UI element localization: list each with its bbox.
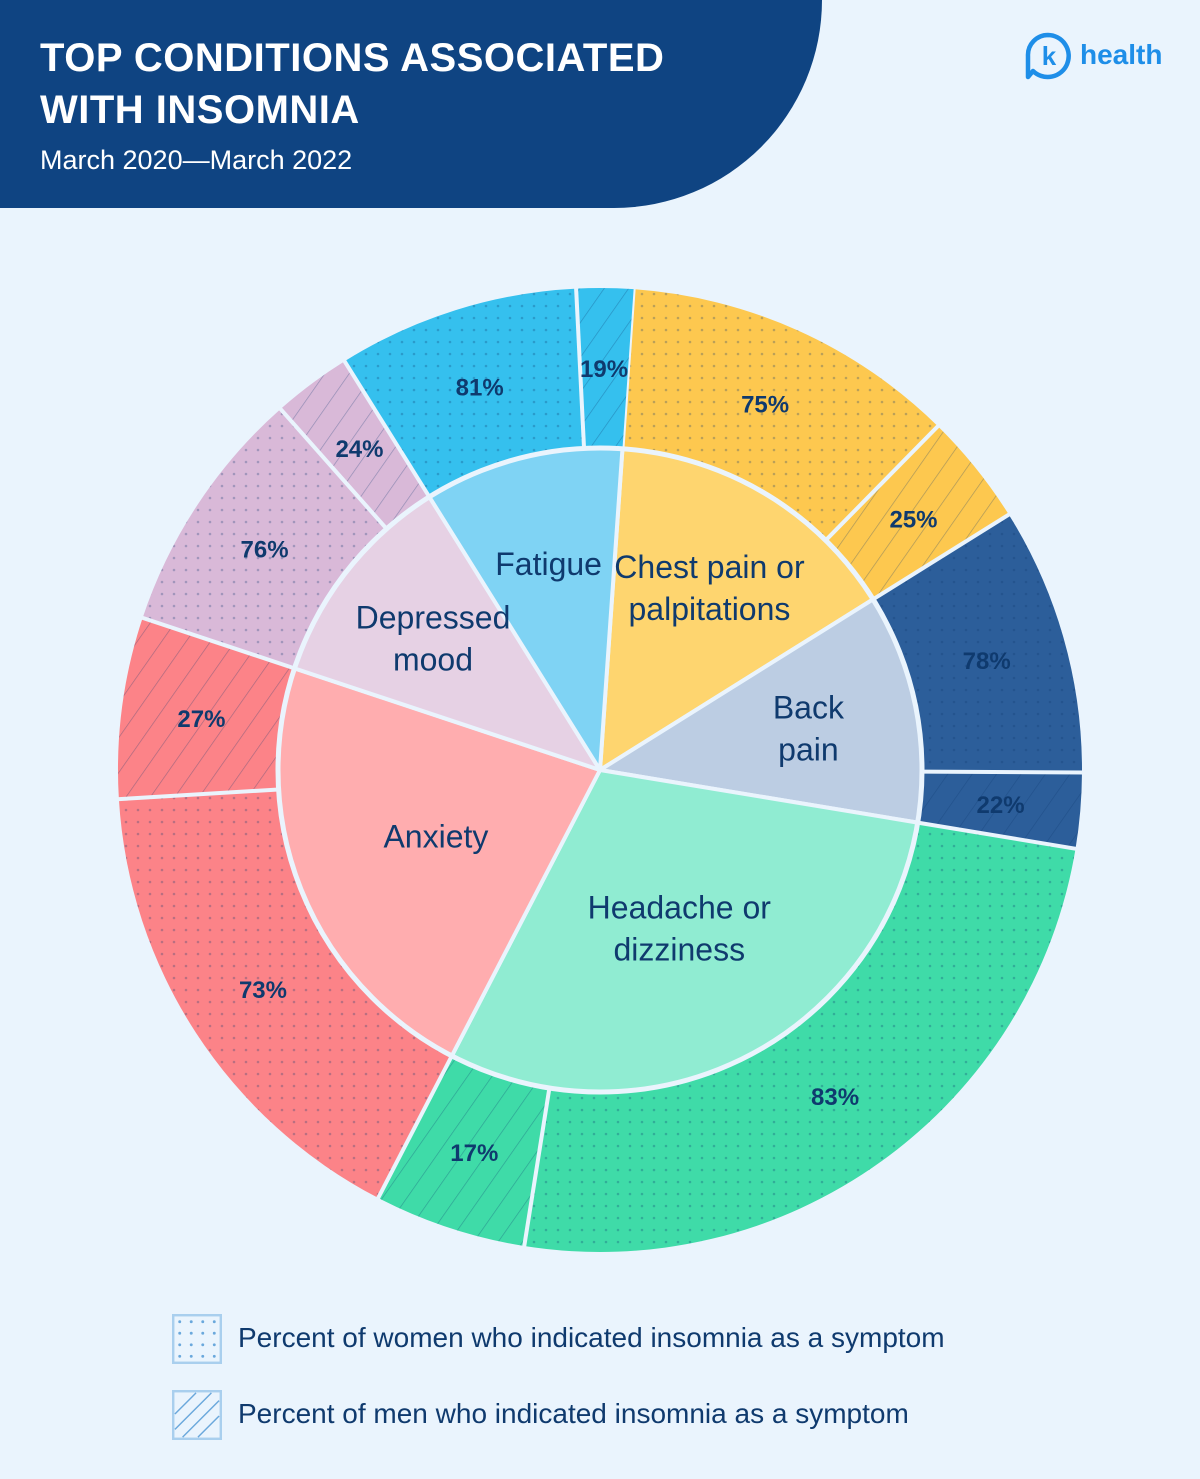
legend-item-women: Percent of women who indicated insomnia … (172, 1314, 1072, 1366)
ring-divider-chest-pain-or-palpitations-1 (824, 423, 941, 542)
men-hatch-anxiety (117, 617, 295, 800)
ring-divider-back-pain-1 (921, 769, 1085, 775)
women-pct-label-back-pain: 78% (963, 648, 1011, 675)
men-hatch-fatigue (576, 288, 634, 449)
donut-chart: 75% 25% Chest pain or palpitations 78% 22% Bac… (116, 286, 1085, 1252)
men-hatch-back-pain (917, 771, 1082, 849)
legend-label-men: Percent of men who indicated insomnia as… (238, 1398, 909, 1429)
women-dots-chest-pain-or-palpitations (622, 289, 938, 541)
ring-divider-fatigue-1 (574, 286, 587, 449)
brand-logo: k health (1024, 32, 1174, 80)
category-label-anxiety-0: Anxiety (383, 819, 488, 855)
chart-labels: 75% 25% Chest pain or palpitations 78% 22% Bac… (177, 356, 1024, 1167)
category-label-depressed-mood-1: mood (393, 642, 473, 678)
hatch-pattern-swatch (172, 1390, 222, 1440)
legend-label-women: Percent of women who indicated insomnia … (238, 1322, 945, 1353)
women-pct-label-headache-or-dizziness: 83% (811, 1084, 859, 1111)
men-hatch-headache-or-dizziness (378, 1055, 550, 1247)
ring-divider-fatigue-0 (341, 358, 432, 498)
women-pct-label-fatigue: 81% (456, 374, 504, 401)
ring-divider-depressed-mood-0 (140, 615, 296, 671)
women-dots-anxiety (118, 789, 452, 1198)
ring-divider-anxiety-0 (375, 1054, 454, 1201)
brand-letter: k (1042, 41, 1057, 71)
ring-divider-depressed-mood-1 (277, 406, 389, 531)
category-label-back-pain-0: Back (773, 689, 845, 725)
men-pct-label-headache-or-dizziness: 17% (450, 1140, 498, 1167)
category-label-depressed-mood-0: Depressed (356, 600, 511, 636)
category-label-fatigue-0: Fatigue (495, 546, 602, 582)
category-label-chest-pain-or-palpitations-1: palpitations (629, 591, 791, 627)
men-pct-label-anxiety: 27% (177, 706, 225, 733)
k-health-icon: k (1025, 32, 1071, 80)
women-pct-label-chest-pain-or-palpitations: 75% (741, 391, 789, 418)
women-dots-fatigue (344, 288, 585, 497)
ring-divider-back-pain-0 (872, 511, 1012, 602)
women-dots-depressed-mood (142, 409, 387, 669)
men-pct-label-fatigue: 19% (580, 356, 628, 383)
header-banner: TOP CONDITIONS ASSOCIATED WITH INSOMNIA … (0, 0, 822, 208)
men-hatch-depressed-mood (280, 361, 430, 529)
brand-name: health (1080, 39, 1163, 70)
category-label-back-pain-1: pain (778, 731, 839, 767)
category-label-headache-or-dizziness-0: Headache or (588, 889, 772, 925)
title-line-2: WITH INSOMNIA (40, 88, 360, 132)
women-pct-label-anxiety: 73% (239, 977, 287, 1004)
inner-pie (275, 445, 925, 1095)
dot-pattern-swatch (172, 1314, 222, 1364)
ring-divider-headache-or-dizziness-1 (521, 1087, 552, 1249)
chart-subtitle: March 2020—March 2022 (40, 145, 353, 175)
legend-item-men: Percent of men who indicated insomnia as… (172, 1390, 1072, 1442)
women-dots-headache-or-dizziness (524, 822, 1076, 1252)
chart-title: TOP CONDITIONS ASSOCIATED WITH INSOMNIA (40, 32, 664, 136)
inner-ring-border (275, 445, 925, 1095)
title-line-1: TOP CONDITIONS ASSOCIATED (40, 36, 665, 80)
outer-ring (116, 286, 1085, 1252)
men-hatch-chest-pain-or-palpitations (825, 426, 1009, 600)
ring-divider-headache-or-dizziness-0 (917, 820, 1078, 852)
category-label-headache-or-dizziness-1: dizziness (613, 931, 745, 967)
category-label-chest-pain-or-palpitations-0: Chest pain or (614, 549, 805, 585)
ring-divider-chest-pain-or-palpitations-0 (620, 287, 636, 449)
men-pct-label-chest-pain-or-palpitations: 25% (889, 506, 937, 533)
men-pct-label-depressed-mood: 24% (335, 436, 383, 463)
men-pct-label-back-pain: 22% (977, 792, 1025, 819)
ring-divider-anxiety-1 (116, 787, 279, 802)
women-pct-label-depressed-mood: 76% (241, 536, 289, 563)
women-dots-back-pain (873, 514, 1083, 773)
